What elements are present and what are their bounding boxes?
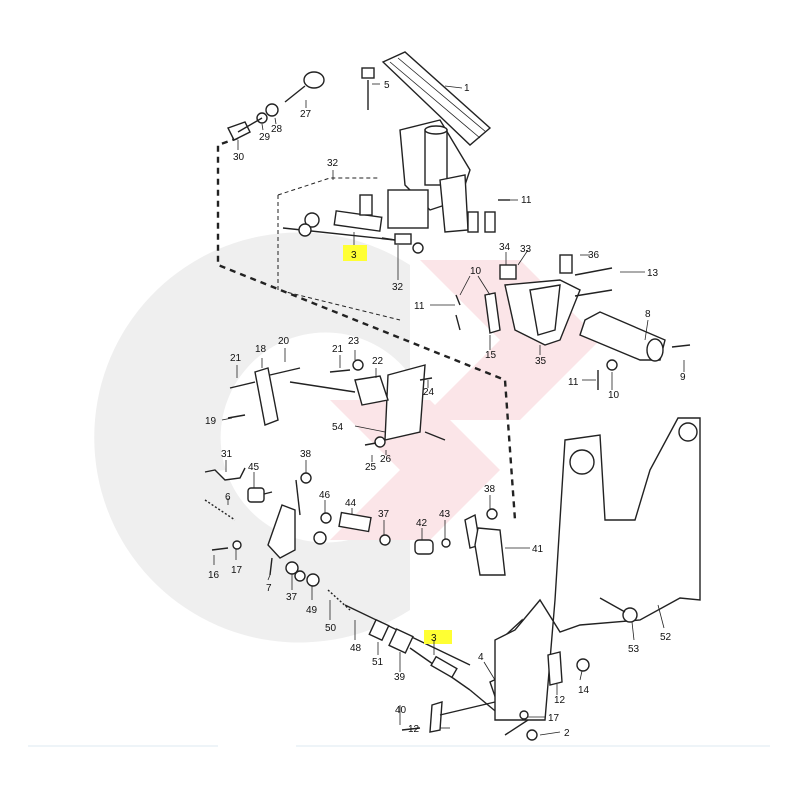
highlight-callout-3-lower (424, 630, 452, 644)
callout-26: 26 (380, 454, 392, 465)
callout-38-right: 38 (484, 484, 496, 495)
callout-39: 39 (394, 672, 406, 683)
callout-52: 52 (660, 632, 672, 643)
callout-20: 20 (278, 336, 290, 347)
callout-24: 24 (423, 387, 435, 398)
callout-29: 29 (259, 132, 271, 143)
callout-38: 38 (300, 449, 312, 460)
callout-17: 17 (231, 565, 243, 576)
throttle-rod-upper (282, 194, 510, 254)
phantom-boundaries (216, 136, 517, 521)
callout-19: 19 (205, 416, 217, 427)
callout-36: 36 (588, 250, 600, 261)
callout-5: 5 (384, 80, 390, 91)
callout-46: 46 (319, 490, 331, 501)
callout-43: 43 (439, 509, 451, 520)
callout-21: 21 (230, 353, 242, 364)
callout-16: 16 (208, 570, 220, 581)
callout-10-right: 10 (608, 390, 620, 401)
mounting-plate (494, 417, 701, 741)
callout-4: 4 (478, 652, 484, 663)
callout-41: 41 (532, 544, 544, 555)
callout-labels: 1 5 27 28 29 30 32 11 3 34 33 36 13 10 1… (205, 80, 686, 739)
callout-34: 34 (499, 242, 511, 253)
callout-3-upper: 3 (351, 250, 357, 261)
callout-14: 14 (578, 685, 590, 696)
callout-10: 10 (470, 266, 482, 277)
highlight-callout-3-upper (343, 245, 367, 261)
callout-21-right: 21 (332, 344, 344, 355)
callout-7: 7 (266, 583, 272, 594)
callout-49: 49 (306, 605, 318, 616)
callout-30: 30 (233, 152, 245, 163)
callout-12-right: 12 (554, 695, 566, 706)
callout-28: 28 (271, 124, 283, 135)
callout-12-left: 12 (408, 724, 420, 735)
callout-11-right: 11 (568, 377, 579, 388)
ball-joint-parts (227, 67, 375, 141)
callout-25: 25 (365, 462, 377, 473)
callout-8: 8 (645, 309, 651, 320)
accelerator-pedal (381, 51, 492, 233)
callout-18: 18 (255, 344, 267, 355)
callout-13: 13 (647, 268, 659, 279)
callout-15: 15 (485, 350, 497, 361)
callout-37: 37 (378, 509, 390, 520)
callout-35: 35 (535, 356, 547, 367)
callout-48: 48 (350, 643, 362, 654)
damper-bracket (455, 254, 691, 390)
callout-44: 44 (345, 498, 357, 509)
callout-11-mid: 11 (414, 301, 425, 312)
callout-22: 22 (372, 356, 384, 367)
return-spring-group (204, 467, 312, 576)
callout-32: 32 (327, 158, 339, 169)
callout-33: 33 (520, 244, 532, 255)
callout-37-lower: 37 (286, 592, 298, 603)
callout-53: 53 (628, 644, 640, 655)
throttle-linkage-middle (227, 359, 446, 448)
callout-17-lower: 17 (548, 713, 560, 724)
callout-40: 40 (395, 705, 407, 716)
leader-lines (213, 83, 685, 736)
callout-51: 51 (372, 657, 384, 668)
callout-3-lower: 3 (431, 633, 437, 644)
callout-11: 11 (521, 195, 532, 206)
callout-32-lower: 32 (392, 282, 404, 293)
callout-42: 42 (416, 518, 428, 529)
callout-31: 31 (221, 449, 233, 460)
callout-54: 54 (332, 422, 344, 433)
callout-23: 23 (348, 336, 360, 347)
callout-6: 6 (225, 492, 231, 503)
callout-45: 45 (248, 462, 260, 473)
callout-50: 50 (325, 623, 337, 634)
callout-27: 27 (300, 109, 312, 120)
callout-9: 9 (680, 372, 686, 383)
pivot-shaft-group (313, 508, 506, 576)
callout-2: 2 (564, 728, 570, 739)
callout-1: 1 (464, 83, 470, 94)
